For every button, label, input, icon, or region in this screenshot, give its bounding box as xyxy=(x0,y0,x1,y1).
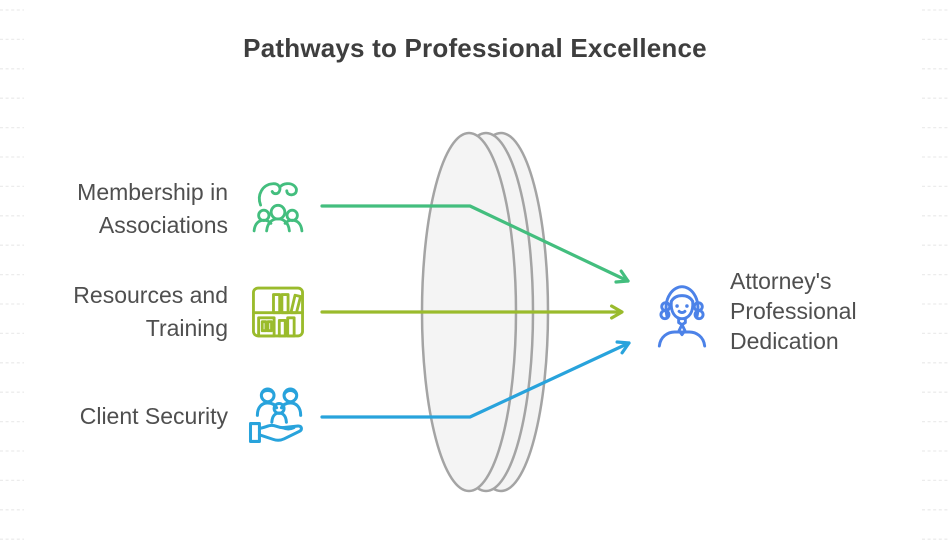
attorney-icon xyxy=(657,285,707,348)
source-label-resources: Resources and Training xyxy=(73,282,228,341)
background-ruling-right xyxy=(922,9,950,540)
flow-arrow-resources xyxy=(320,304,624,320)
community-hand-icon xyxy=(252,182,304,233)
flow-arrow-membership xyxy=(320,204,630,284)
target-label: Attorney's Professional Dedication xyxy=(730,268,857,354)
source-label-client-security: Client Security xyxy=(79,403,228,429)
bookshelf-icon xyxy=(252,286,304,338)
lens-shape xyxy=(420,131,550,493)
diagram-title: Pathways to Professional Excellence xyxy=(243,33,707,63)
family-care-icon xyxy=(248,387,303,443)
source-label-membership: Membership in Associations xyxy=(77,179,228,238)
flow-arrow-client-security xyxy=(320,340,631,419)
background-ruling-left xyxy=(0,9,24,540)
